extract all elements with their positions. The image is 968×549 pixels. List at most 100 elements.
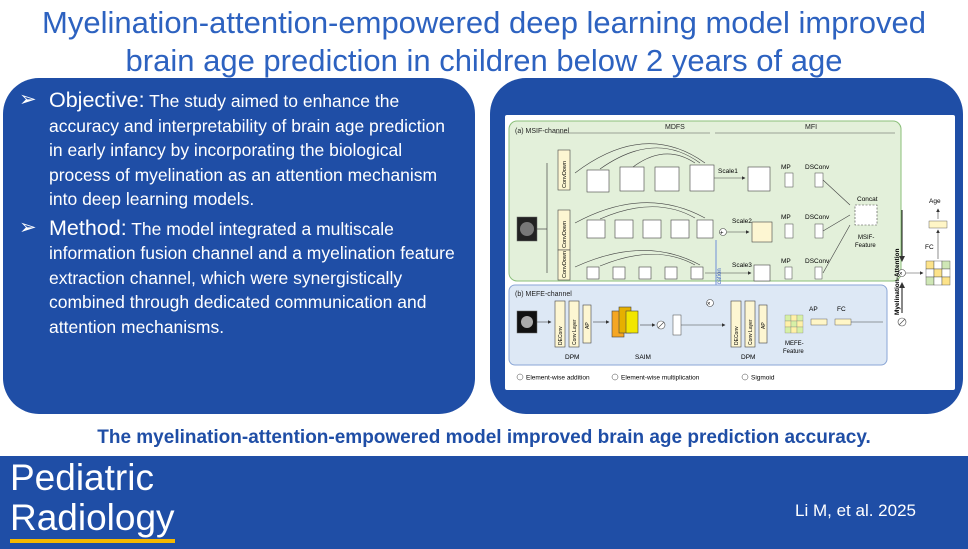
mefe-feature-grid [784,314,804,334]
legend-add-icon [516,373,524,381]
age-label: Age [929,198,941,205]
ap-block-1 [582,304,592,344]
mp-label-1: MP [781,164,791,171]
concat-connector-2 [822,214,851,232]
row2-cubes [574,202,714,239]
legend-multiply-icon [611,373,619,381]
dsconv-label-3: DSConv [805,258,830,265]
objective-content: Objective: The study aimed to enhance th… [49,88,457,212]
architecture-diagram: (a) MSIF-channel MDFS MFI ConvDown ConvD… [508,120,951,382]
scale3-cube [753,264,771,282]
legend-sigmoid-label: Sigmoid [751,375,775,382]
objective-text: The study aimed to enhance the accuracy … [49,91,445,209]
ap-label-1: AP [585,322,591,329]
convdown-label-3: ConvDown [562,251,568,278]
feature-cube [689,164,715,192]
deconv-block-1 [554,300,566,348]
journal-logo: Pediatric Radiology [10,458,175,543]
mp-label-2: MP [781,214,791,221]
conclusion-text: The myelination-attention-empowered mode… [97,427,871,448]
feature-cube [586,219,606,239]
msif-feature-label-2: Feature [855,243,876,249]
sigmoid-slash-icon [657,321,665,329]
footer-bar: Pediatric Radiology Li M, et al. 2025 [0,456,968,549]
skip-arc [599,206,696,220]
fc-output-block [928,220,948,229]
arrow-bullet-icon: ➢ [19,88,37,111]
title-line-2: brain age prediction in children below 2… [125,43,843,78]
method-text: The model integrated a multiscale inform… [49,218,455,337]
journal-name-line-2: Radiology [10,498,175,543]
concat-block [854,204,878,226]
convdown-label-1: ConvDown [562,161,568,188]
dpm-label-2: DPM [741,354,755,361]
row3-cubes [574,250,704,280]
deconv-label-2: DEConv [734,326,740,345]
legend-sigmoid-icon [741,373,749,381]
skip-arc [632,153,696,168]
feature-cube [654,166,680,192]
msif-feature-label-1: MSIF- [858,235,874,241]
plus-icon: + [720,231,724,237]
msif-label: (a) MSIF-channel [515,128,570,135]
concat-connector-1 [822,179,851,206]
citation-text: Li M, et al. 2025 [795,501,916,520]
saim-output-block [672,314,682,336]
journal-name-line-1: Pediatric [10,457,154,498]
mefe-feature-label-1: MEFE- [785,341,804,347]
conv-layer-block-1 [568,300,580,348]
ap-block-2 [758,304,768,344]
architecture-figure: (a) MSIF-channel MDFS MFI ConvDown ConvD… [505,115,955,390]
skip-arc [599,253,696,267]
mp-block-1 [784,172,794,188]
dsconv-block-3 [814,266,823,280]
convdown-block-3 [557,249,571,281]
conv-layer-block-2 [744,300,756,348]
scale1-cube [747,166,771,192]
sigmoid-slash-icon [898,318,906,326]
msif-channel-region [508,120,902,282]
element-multiply-node [898,269,906,277]
feature-cube [586,169,610,193]
mp-label-3: MP [781,258,791,265]
summary-panel: ➢ Objective: The study aimed to enhance … [3,78,475,414]
dsconv-block-2 [814,223,824,239]
multiply-icon: × [707,302,711,308]
myelination-attention-label: Myelination-Attention [894,249,901,315]
multiply-icon: × [899,272,903,278]
skip-arc [574,202,706,224]
ap-label-2: AP [761,322,767,329]
scale3-label: Scale3 [732,262,752,269]
concat-label: Concat [857,196,878,203]
title-line-1: Myelination-attention-empowered deep lea… [42,5,926,40]
ap-label-mefe: AP [809,306,818,313]
feature-cube [664,266,678,280]
feature-cube [690,266,704,280]
brain-scan-icon [520,222,534,236]
dsconv-block-1 [814,172,824,188]
output-cube-grid [925,260,951,286]
mefe-feature-label-2: Feature [783,349,804,355]
feature-cube [642,219,662,239]
brain-scan-icon [521,316,533,328]
objective-heading: Objective: [49,88,145,112]
feature-cube [619,166,645,192]
mefe-multiply-node [706,299,714,307]
legend-add-label: Element-wise addition [526,375,590,382]
saim-label: SAIM [635,354,651,361]
convdown-label-2: ConvDown [562,221,568,248]
saim-block-3 [625,310,639,334]
scale2-label: Scale2 [732,218,752,225]
scale2-cube [751,221,773,243]
method-heading: Method: [49,215,127,240]
row1-cubes [574,143,715,193]
convdown-block-1 [557,149,571,191]
page-title: Myelination-attention-empowered deep lea… [0,4,968,80]
dsconv-label-1: DSConv [805,164,830,171]
mefe-fc-block [834,318,852,326]
conv-layer-label-1: Conv Layer [572,319,578,345]
arrow-bullet-icon: ➢ [19,215,37,239]
feature-cube [696,219,714,239]
fc-label-output: FC [925,244,934,251]
skip-arc [574,143,706,174]
